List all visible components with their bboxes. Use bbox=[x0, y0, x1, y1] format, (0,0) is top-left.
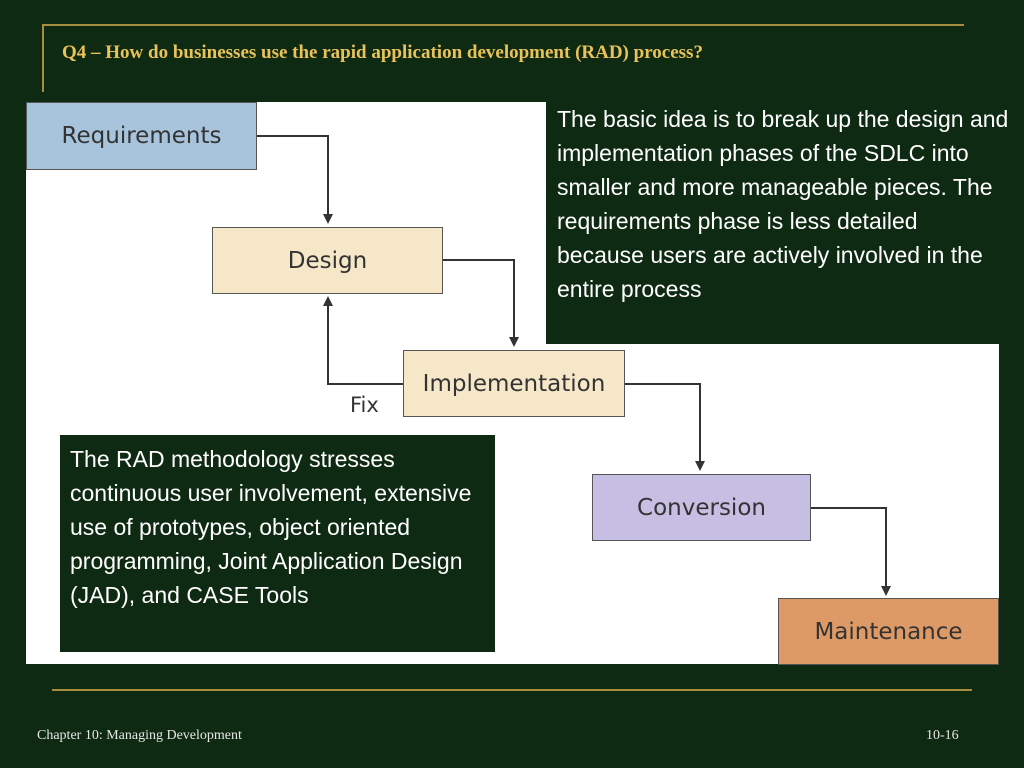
step-implementation: Implementation bbox=[403, 350, 625, 417]
step-conversion-label: Conversion bbox=[637, 494, 766, 521]
title-rule-top bbox=[42, 24, 964, 26]
note-rad-methodology: The RAD methodology stresses continuous … bbox=[60, 435, 495, 652]
diagram-arrows bbox=[256, 135, 891, 596]
title-rule-left bbox=[42, 24, 44, 92]
step-maintenance-label: Maintenance bbox=[814, 618, 963, 645]
step-maintenance: Maintenance bbox=[778, 598, 999, 665]
arrow-requirements-to-design bbox=[256, 135, 333, 224]
arrow-fix-loop bbox=[323, 296, 403, 385]
arrow-design-to-implementation bbox=[443, 259, 519, 347]
footer-rule bbox=[52, 689, 972, 691]
footer-page-number: 10-16 bbox=[926, 728, 959, 743]
slide-title: Q4 – How do businesses use the rapid app… bbox=[62, 42, 703, 63]
arrow-conversion-to-maintenance bbox=[811, 507, 891, 596]
fix-label: Fix bbox=[350, 393, 379, 417]
step-design-label: Design bbox=[287, 247, 368, 274]
step-design: Design bbox=[212, 227, 443, 294]
step-implementation-label: Implementation bbox=[422, 370, 606, 397]
arrow-implementation-to-conversion bbox=[624, 383, 705, 471]
note-basic-idea: The basic idea is to break up the design… bbox=[546, 102, 1010, 344]
step-requirements-label: Requirements bbox=[61, 123, 222, 149]
footer-chapter: Chapter 10: Managing Development bbox=[37, 728, 242, 743]
step-conversion: Conversion bbox=[592, 474, 811, 541]
step-requirements: Requirements bbox=[26, 102, 257, 170]
